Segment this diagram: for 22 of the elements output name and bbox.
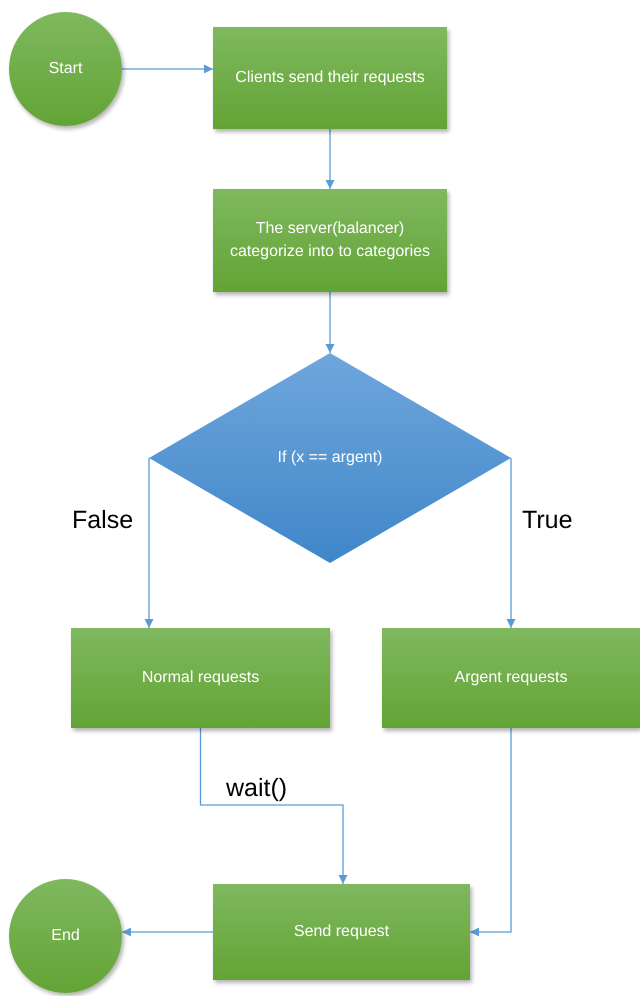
arrow <box>506 458 516 628</box>
node-text: If (x == argent) <box>278 448 382 468</box>
node-text: The server(balancer) categorize into to categories <box>228 219 432 262</box>
node-text: Start <box>48 58 82 79</box>
process-box <box>382 628 640 728</box>
arrow <box>200 728 348 884</box>
process-box <box>71 628 330 728</box>
decision-diamond <box>149 353 511 563</box>
arrow <box>122 928 213 936</box>
node-text: Argent requests <box>454 668 568 688</box>
arrow <box>122 64 213 74</box>
node-text: Clients send their requests <box>235 68 425 88</box>
node-text: End <box>51 926 80 946</box>
arrow <box>326 292 334 353</box>
process-box <box>213 189 447 292</box>
arrow <box>144 458 154 628</box>
node-text: Send request <box>294 922 390 942</box>
process-box <box>213 27 447 129</box>
process-box <box>213 884 470 980</box>
arrow <box>326 129 334 189</box>
node-text: Normal requests <box>142 668 260 688</box>
arrow <box>470 728 512 936</box>
